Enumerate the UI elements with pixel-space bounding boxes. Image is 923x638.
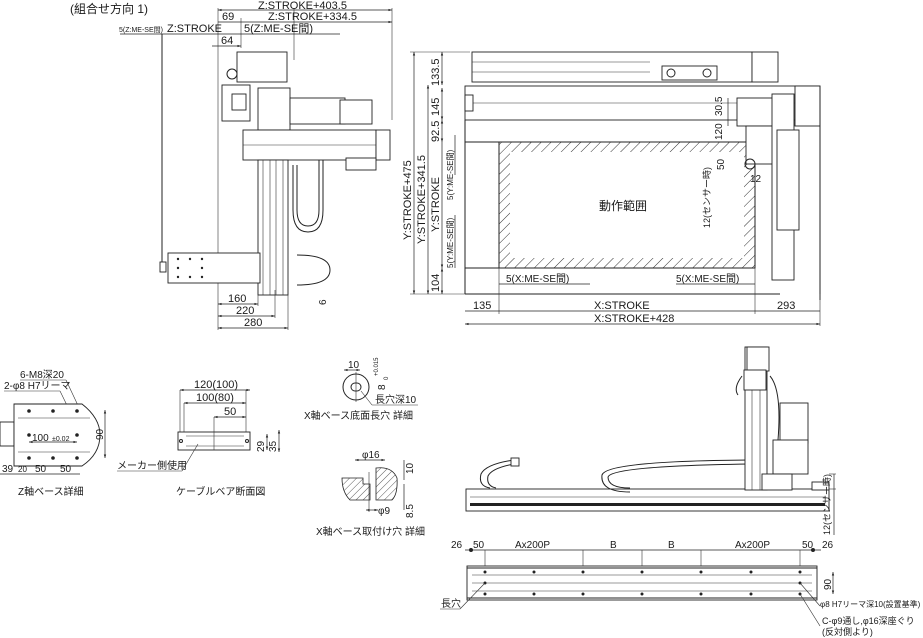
pitch-a200p-right: Ax200P [735, 540, 770, 551]
mount-detail: φ16 φ9 10 8.5 X軸ベース取付け穴 詳細 [316, 450, 425, 538]
pitch-26-right: 26 [822, 540, 834, 551]
dim-x-me-se-left: 5(X:ME-SE間) [506, 273, 569, 285]
dim-y-me-se-top: 5(Y:ME-SE間) [446, 149, 455, 200]
mount-d10: 10 [405, 462, 416, 474]
dim-z-334: Z:STROKE+334.5 [268, 11, 357, 23]
top-view: Y:STROKE+475 Y:STROKE+341.5 133.5 145 92… [402, 51, 821, 326]
dim-135: 135 [473, 300, 491, 312]
slot-d10: 10 [348, 360, 360, 371]
dim-z-total: Z:STROKE+403.5 [258, 0, 347, 12]
dim-120: 120 [714, 123, 725, 140]
base-slot: 長穴 [441, 597, 461, 610]
z-base-caption: Z軸ベース詳細 [18, 485, 84, 498]
dim-133: 133.5 [430, 58, 442, 86]
slot-detail: 10 8 +0.015 0 長穴深10 X軸ベース底面長穴 詳細 [304, 357, 418, 422]
cable-maker: メーカー側使用 [117, 459, 187, 472]
z-base-d90: 90 [95, 428, 106, 440]
cable-h35: 35 [268, 440, 279, 452]
cable-w120: 120(100) [194, 379, 238, 391]
base-plan: 26 50 Ax200P B B Ax200P 50 26 90 長穴 φ8 H… [440, 540, 921, 637]
work-area-label: 動作範囲 [599, 198, 647, 213]
slot-tol-upper: +0.015 [374, 357, 380, 376]
pitch-a200p-left: Ax200P [515, 540, 550, 551]
z-base-pitch: 100 [32, 433, 49, 444]
mount-phi9: φ9 [378, 506, 390, 517]
pitch-50-left: 50 [473, 540, 485, 551]
drawing-title: (組合せ方向 1) [70, 1, 148, 16]
mount-d8-5: 8.5 [405, 504, 416, 518]
dim-x-me-se-right: 5(X:ME-SE間) [676, 273, 739, 285]
dim-64: 64 [221, 35, 233, 47]
base-reamer: φ8 H7リーマ深10(設置基準) [820, 599, 921, 609]
dim-69: 69 [222, 11, 234, 23]
dim-z-me-se-left: 5(Z:ME-SE間) [119, 26, 163, 34]
dim-50: 50 [716, 158, 727, 170]
pitch-50-right: 50 [802, 540, 814, 551]
slot-d8: 8 [377, 384, 388, 390]
mount-phi16: φ16 [362, 450, 380, 461]
dim-145: 145 [430, 98, 442, 116]
z-base-d39: 39 [2, 464, 14, 475]
dim-y-341: Y:STROKE+341.5 [416, 155, 428, 244]
dim-12: 12 [750, 174, 762, 185]
dim-y-stroke: Y:STROKE [430, 177, 442, 232]
cable-w50: 50 [224, 406, 236, 418]
z-base-tap: 6-M8深20 [20, 369, 64, 381]
z-base-d50a: 50 [35, 464, 47, 475]
pitch-26-left: 26 [451, 540, 463, 551]
front-view: 12(センサー時) [465, 346, 836, 535]
front-sensor-label: 12(センサー時) [822, 474, 832, 535]
pitch-b-1: B [610, 540, 617, 551]
cable-w100: 100(80) [196, 392, 234, 404]
slot-caption: X軸ベース底面長穴 詳細 [304, 409, 413, 422]
dim-160: 160 [228, 293, 246, 305]
dim-6: 6 [318, 299, 329, 305]
z-base-d50b: 50 [60, 464, 72, 475]
cable-detail: 120(100) 100(80) 50 29 35 メーカー側使用 ケーブルベア… [117, 379, 281, 498]
z-base-reamer: 2-φ8 H7リーマ [4, 381, 71, 392]
dim-30: 30.5 [714, 96, 725, 116]
pitch-b-2: B [668, 540, 675, 551]
z-base-tolerance: ±0.02 [52, 436, 70, 443]
cable-h29: 29 [256, 440, 267, 452]
dim-y-me-se-bottom: 5(Y:ME-SE間) [446, 217, 455, 268]
base-d90: 90 [823, 578, 834, 590]
dim-280: 280 [244, 317, 262, 329]
dim-y-total: Y:STROKE+475 [402, 160, 414, 240]
dim-sensor-top: 12(センサー時) [702, 167, 712, 228]
cable-caption: ケーブルベア断面図 [176, 485, 265, 498]
base-counterbore: C-φ9通し,φ16深座ぐり [822, 615, 915, 626]
dim-z-stroke: Z:STROKE [167, 23, 222, 35]
dim-x-stroke: X:STROKE [594, 300, 650, 312]
side-view: Z:STROKE+403.5 69 Z:STROKE+334.5 5(Z:ME-… [119, 0, 393, 330]
dim-92: 92.5 [430, 121, 442, 142]
dim-z-me-se-right: 5(Z:ME-SE間) [244, 22, 313, 35]
slot-depth: 長穴深10 [375, 393, 417, 406]
dim-220: 220 [236, 305, 254, 317]
mount-caption: X軸ベース取付け穴 詳細 [316, 525, 425, 538]
dim-293: 293 [777, 300, 795, 312]
base-opposite: (反対側より) [822, 626, 873, 637]
z-base-d20: 20 [18, 465, 27, 474]
dim-104: 104 [430, 274, 442, 292]
dim-x-total: X:STROKE+428 [594, 313, 674, 325]
z-base-detail: 6-M8深20 2-φ8 H7リーマ 100 ±0.02 90 39 20 50… [0, 369, 107, 498]
slot-tol-lower: 0 [384, 376, 390, 380]
